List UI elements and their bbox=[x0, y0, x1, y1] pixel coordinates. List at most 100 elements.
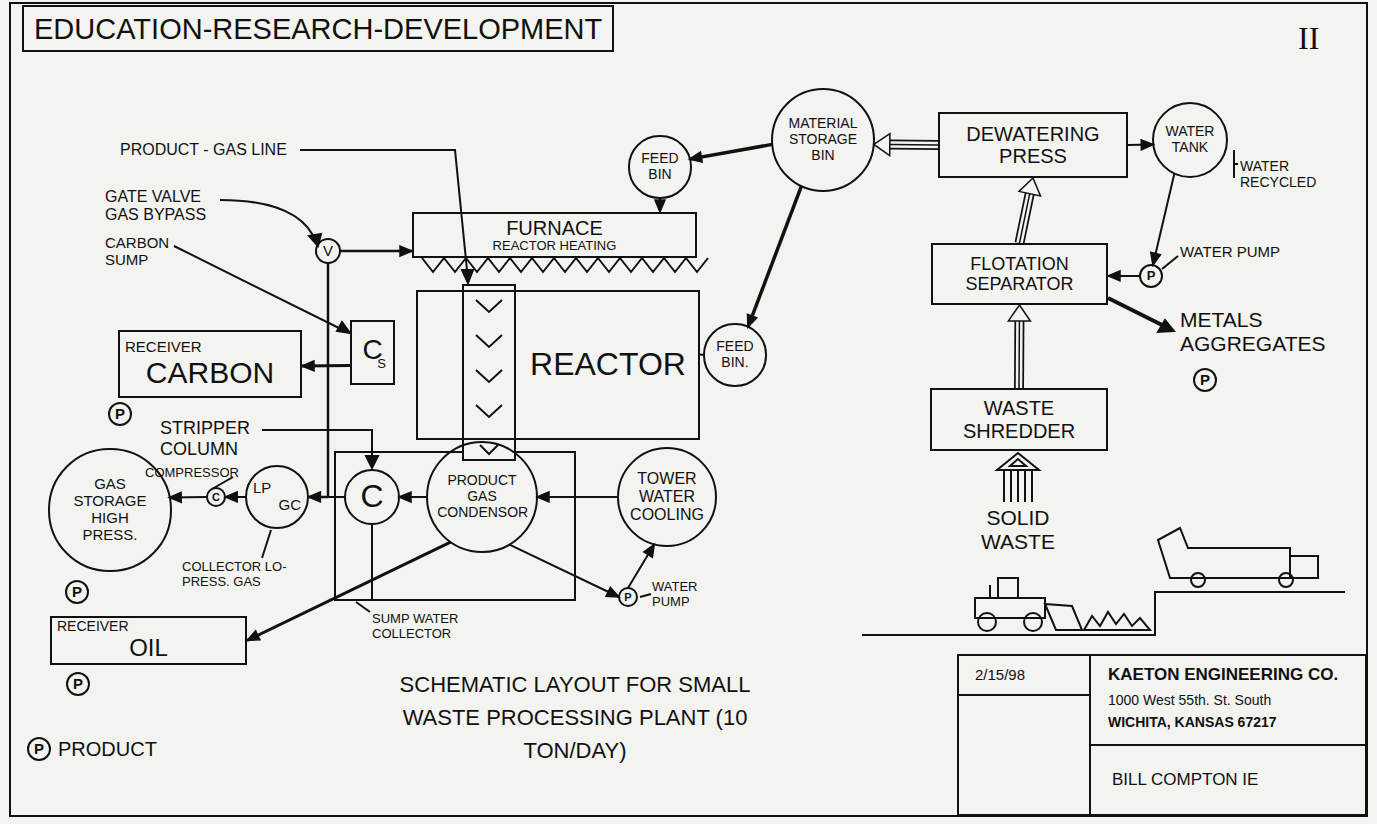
arrowhead bbox=[302, 361, 314, 371]
connector-heads bbox=[399, 492, 411, 502]
process-box: FURNACEREACTOR HEATING bbox=[412, 212, 697, 258]
node-text: GAS STORAGE HIGH PRESS. bbox=[62, 476, 158, 543]
callout-label: PRODUCT - GAS LINE bbox=[120, 141, 287, 159]
process-box: RECEIVERCARBON bbox=[118, 330, 302, 398]
node-text-group: GAS STORAGE HIGH PRESS. bbox=[62, 476, 158, 543]
connector-stroke bbox=[890, 141, 938, 148]
connector bbox=[628, 544, 654, 588]
node-text: FLOTATION SEPARATOR bbox=[938, 254, 1101, 294]
callout-label: KAETON ENGINEERING CO. bbox=[1108, 665, 1338, 685]
node-text-group: FLOTATION SEPARATOR bbox=[938, 254, 1101, 294]
node-text-group: C bbox=[360, 479, 383, 515]
callout-label: GATE VALVE GAS BYPASS bbox=[105, 188, 215, 225]
node-text-group: PRODUCT GAS CONDENSOR bbox=[437, 473, 527, 520]
callout-label: 2/15/98 bbox=[975, 666, 1025, 683]
node-text: MATERIAL STORAGE BIN bbox=[781, 116, 864, 163]
node-text: TOWER WATER COOLING bbox=[629, 470, 706, 524]
node-text: P bbox=[1147, 269, 1156, 284]
callout-label: 1000 West 55th. St. South bbox=[1108, 692, 1271, 708]
arrowhead bbox=[225, 492, 237, 502]
arrowhead bbox=[874, 134, 890, 156]
node-text-group: FURNACEREACTOR HEATING bbox=[493, 217, 617, 254]
connector bbox=[874, 134, 938, 156]
connector bbox=[690, 144, 773, 162]
node-text-group: LPGC bbox=[253, 480, 301, 514]
process-circle: TOWER WATER COOLING bbox=[617, 447, 717, 547]
connector bbox=[1019, 178, 1041, 243]
callout-label: WICHITA, KANSAS 67217 bbox=[1108, 714, 1277, 730]
connector-line bbox=[1019, 321, 1020, 388]
process-circle: LPGC bbox=[245, 465, 310, 530]
connector-stroke bbox=[1014, 321, 1024, 388]
arrowhead bbox=[655, 200, 665, 212]
node-text: FURNACE bbox=[493, 217, 617, 239]
process-circle: V bbox=[315, 238, 341, 264]
callout-label: COMPRESSOR bbox=[145, 466, 239, 481]
node-text-group: WATER TANK bbox=[1160, 124, 1221, 155]
node-text: FEED BIN bbox=[636, 151, 684, 182]
metals-outlet-arrow bbox=[1108, 298, 1174, 332]
product-marker: P bbox=[27, 737, 51, 761]
node-text-group: FEED BIN. bbox=[711, 339, 759, 370]
arrowhead bbox=[399, 492, 411, 502]
title-box: EDUCATION-RESEARCH-DEVELOPMENT bbox=[22, 5, 614, 52]
connector-heads bbox=[400, 246, 412, 256]
connector-line bbox=[1020, 194, 1030, 243]
connector-line bbox=[1153, 174, 1175, 266]
connector-line bbox=[628, 544, 654, 588]
connector-stroke bbox=[1020, 194, 1030, 243]
callout-label: METALS AGGREGATES bbox=[1180, 308, 1370, 356]
connector bbox=[399, 492, 427, 502]
arrowhead bbox=[537, 492, 549, 502]
node-text-group: V bbox=[323, 243, 333, 260]
connector-line bbox=[308, 263, 328, 497]
node-text-group: TOWER WATER COOLING bbox=[629, 470, 706, 524]
product-gas-line bbox=[463, 285, 515, 460]
node-text-group: P bbox=[1147, 269, 1156, 284]
node-text: RECEIVER bbox=[57, 619, 240, 635]
callout-label: II bbox=[1298, 20, 1319, 57]
connector bbox=[747, 186, 801, 327]
process-box: WASTE SHREDDER bbox=[930, 388, 1108, 451]
sump-water-collector bbox=[335, 452, 575, 600]
process-circle: PRODUCT GAS CONDENSOR bbox=[426, 441, 538, 553]
node-text-group: RECEIVEROIL bbox=[57, 619, 240, 662]
product-marker: P bbox=[1193, 368, 1217, 392]
connector bbox=[510, 545, 620, 597]
node-text-group: DEWATERING PRESS bbox=[945, 123, 1121, 168]
node-text: FEED BIN. bbox=[711, 339, 759, 370]
connector-heads bbox=[247, 631, 260, 641]
process-box: DEWATERING PRESS bbox=[938, 112, 1128, 178]
node-text-group: FEED BIN bbox=[636, 151, 684, 182]
callout-label: COLLECTOR LO-PRESS. GAS bbox=[182, 560, 292, 590]
connector bbox=[1128, 140, 1153, 150]
connector-heads bbox=[655, 200, 665, 212]
connector-stroke bbox=[510, 545, 620, 597]
connector-heads bbox=[1008, 305, 1030, 321]
node-text-group: C bbox=[212, 491, 220, 503]
connector-stroke bbox=[1018, 321, 1020, 388]
connector-line bbox=[890, 144, 938, 145]
process-circle: P bbox=[1139, 264, 1163, 288]
title-block-lines bbox=[958, 655, 1366, 815]
connector-heads bbox=[302, 361, 314, 371]
connector-heads bbox=[644, 544, 654, 557]
callout-label: SUMP WATER COLLECTOR bbox=[372, 612, 502, 642]
connector-stroke bbox=[1020, 194, 1030, 243]
connector-heads bbox=[1108, 271, 1120, 281]
callout-label: SOLID WASTE bbox=[962, 506, 1074, 554]
connector-stroke bbox=[1153, 174, 1175, 266]
process-box: REACTOR bbox=[416, 290, 700, 440]
arrowhead bbox=[644, 544, 654, 557]
connector-heads bbox=[225, 492, 237, 502]
node-text: GC bbox=[253, 497, 301, 514]
product-marker: P bbox=[66, 672, 90, 696]
node-text: V bbox=[323, 243, 333, 260]
connector-heads bbox=[537, 492, 549, 502]
process-box: FLOTATION SEPARATOR bbox=[931, 243, 1108, 305]
process-circle: WATER TANK bbox=[1152, 102, 1228, 178]
arrowhead bbox=[308, 492, 320, 502]
site-illustration bbox=[862, 528, 1345, 635]
connector bbox=[655, 198, 665, 213]
